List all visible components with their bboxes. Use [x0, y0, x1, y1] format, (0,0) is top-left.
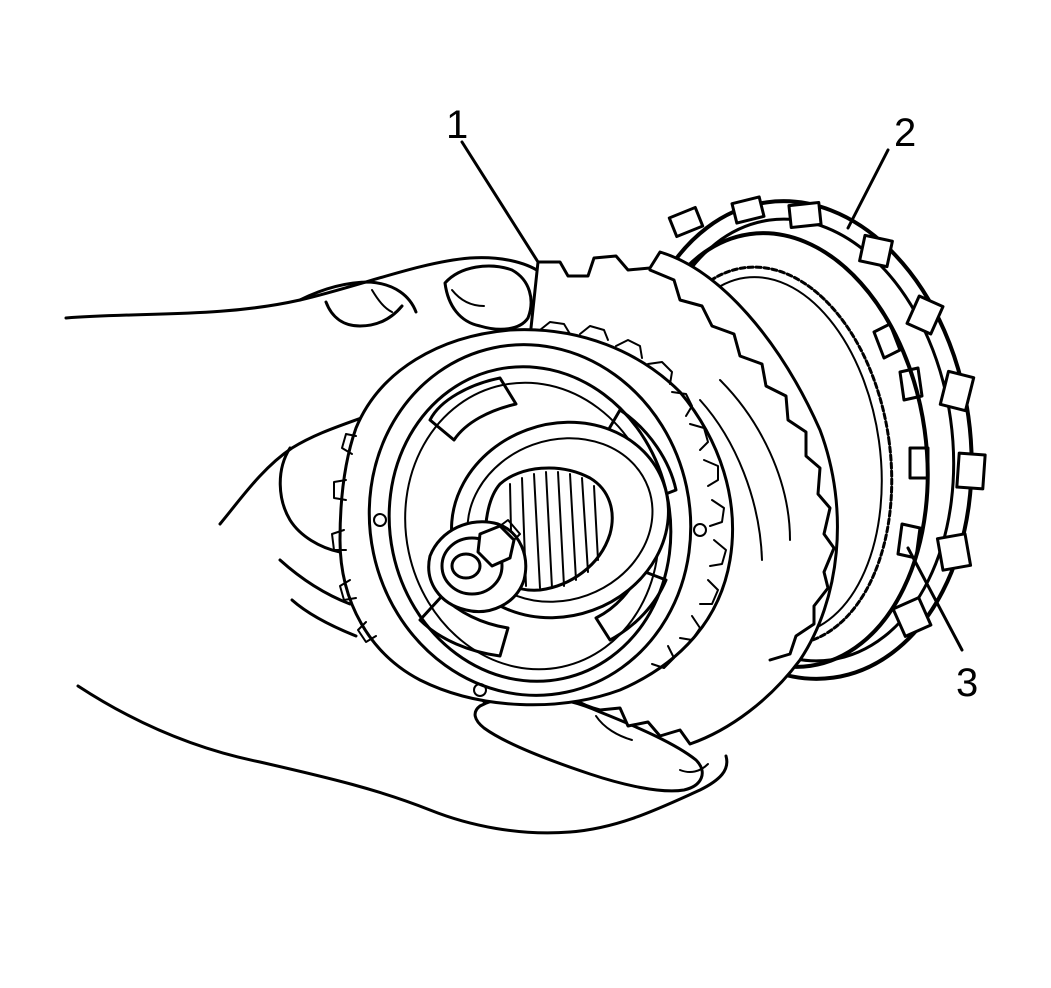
leader-line-2 [846, 148, 890, 230]
input-shaft-hub [427, 420, 670, 620]
lower-hand [76, 412, 729, 835]
callout-label-3: 3 [956, 661, 978, 705]
leader-line-1 [460, 140, 540, 264]
leader-lines [460, 140, 964, 652]
leader-line-3 [906, 546, 964, 652]
callout-label-1: 1 [446, 103, 468, 147]
upper-hand [64, 256, 542, 331]
callout-label-2: 2 [894, 111, 916, 155]
